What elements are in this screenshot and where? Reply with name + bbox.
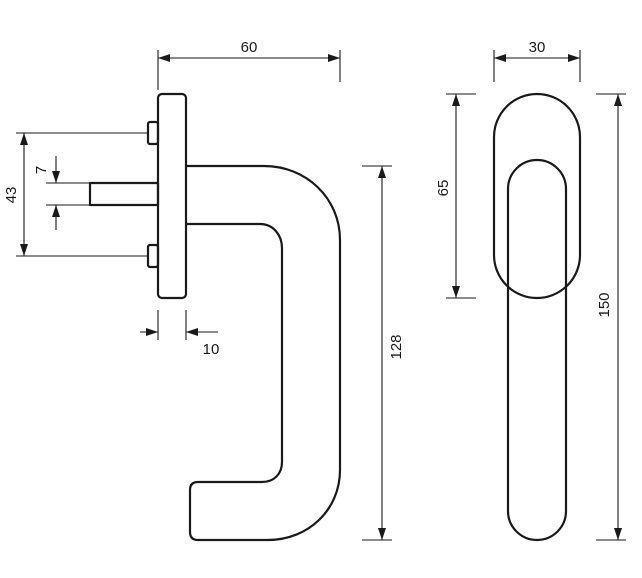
dim-label-handle-height: 128 bbox=[388, 334, 405, 359]
rose-plate bbox=[156, 92, 188, 300]
spindle bbox=[88, 181, 160, 207]
dim-rose-width: 30 bbox=[493, 39, 581, 82]
top-screw-head bbox=[146, 120, 160, 146]
handle-lever bbox=[184, 164, 342, 542]
front-view: 30 65 150 bbox=[435, 39, 626, 542]
dim-label-overall-depth: 60 bbox=[241, 39, 258, 56]
dim-label-rose-width: 30 bbox=[529, 39, 546, 56]
dim-screw-spacing: 43 bbox=[3, 132, 148, 257]
dim-label-rose-height: 65 bbox=[435, 180, 452, 197]
rose-front bbox=[492, 92, 582, 300]
dim-handle-height: 128 bbox=[362, 165, 405, 541]
dim-label-spindle-size: 7 bbox=[33, 166, 50, 174]
lever-front bbox=[506, 158, 568, 542]
dim-overall-depth: 60 bbox=[157, 39, 341, 90]
dim-rose-thickness: 10 bbox=[140, 310, 219, 358]
dim-spindle-size: 7 bbox=[33, 156, 90, 230]
dim-label-overall-height: 150 bbox=[596, 292, 613, 317]
dim-overall-height: 150 bbox=[596, 93, 626, 541]
dim-label-screw-spacing: 43 bbox=[3, 187, 20, 204]
dim-label-rose-thickness: 10 bbox=[203, 341, 220, 358]
side-view: 60 43 7 10 bbox=[3, 39, 405, 542]
dim-rose-height: 65 bbox=[435, 93, 476, 299]
bottom-screw-head bbox=[146, 243, 160, 269]
